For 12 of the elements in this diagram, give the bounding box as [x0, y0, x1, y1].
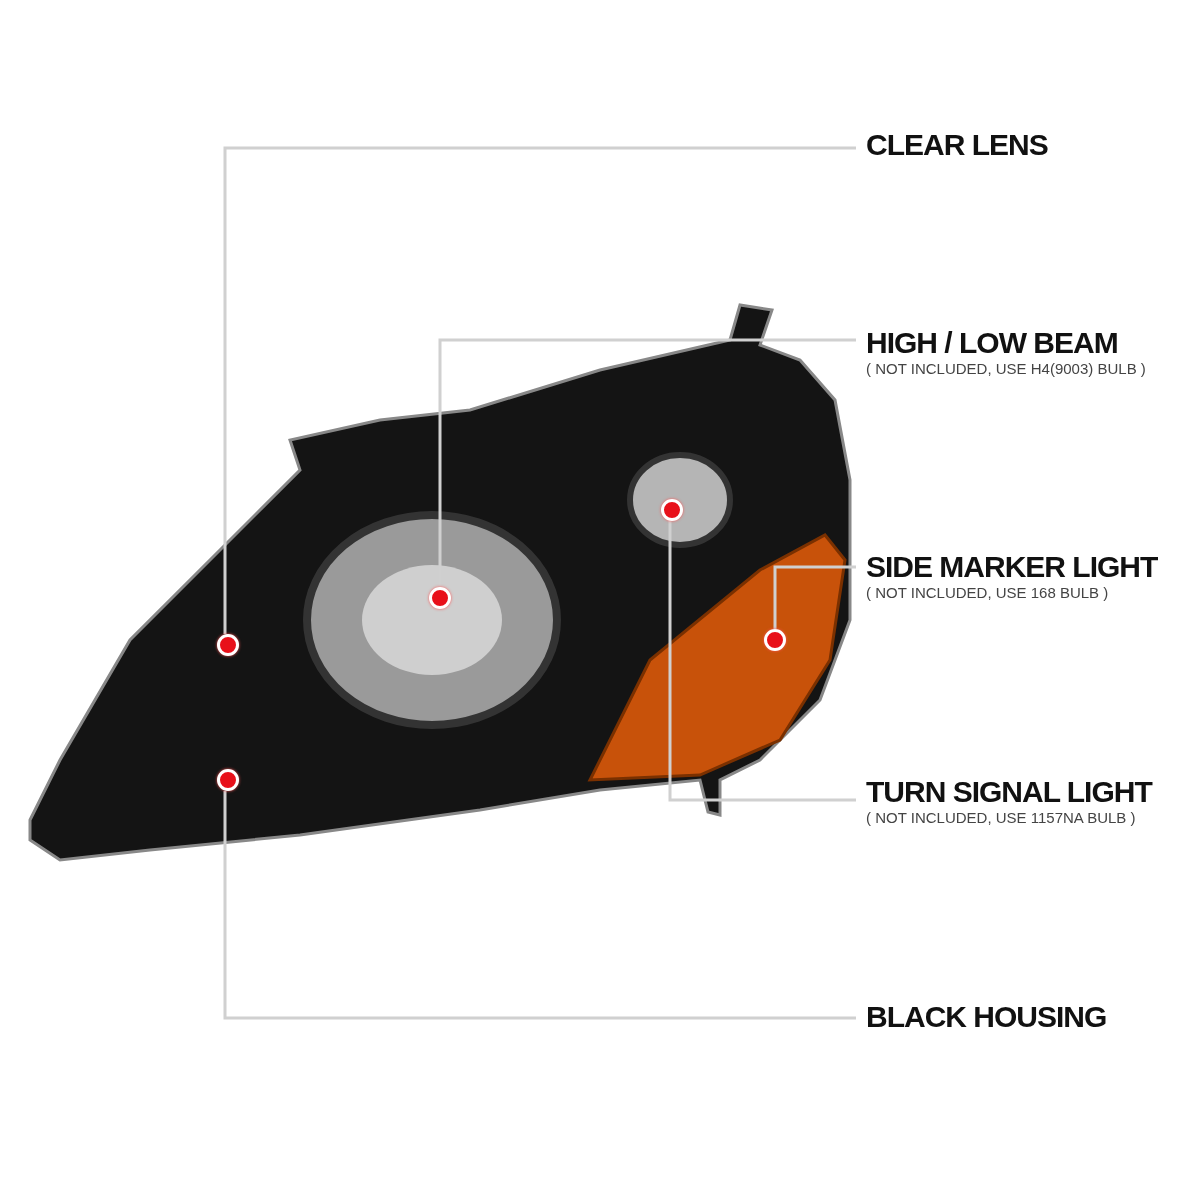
part-title: TURN SIGNAL LIGHT [866, 775, 1152, 809]
leader-line [223, 791, 856, 1020]
part-title: BLACK HOUSING [866, 1000, 1107, 1034]
leader-line [668, 521, 856, 802]
part-title: CLEAR LENS [866, 128, 1048, 162]
bulb-note: ( NOT INCLUDED, USE 1157NA BULB ) [866, 809, 1137, 827]
leader-line [223, 146, 856, 634]
bulb-note: ( NOT INCLUDED, USE 168 BULB ) [866, 584, 1110, 602]
part-title: HIGH / LOW BEAM [866, 326, 1119, 360]
leader-line [773, 565, 856, 629]
part-title: SIDE MARKER LIGHT [866, 550, 1158, 584]
bulb-note: ( NOT INCLUDED, USE H4(9003) BULB ) [866, 360, 1146, 378]
